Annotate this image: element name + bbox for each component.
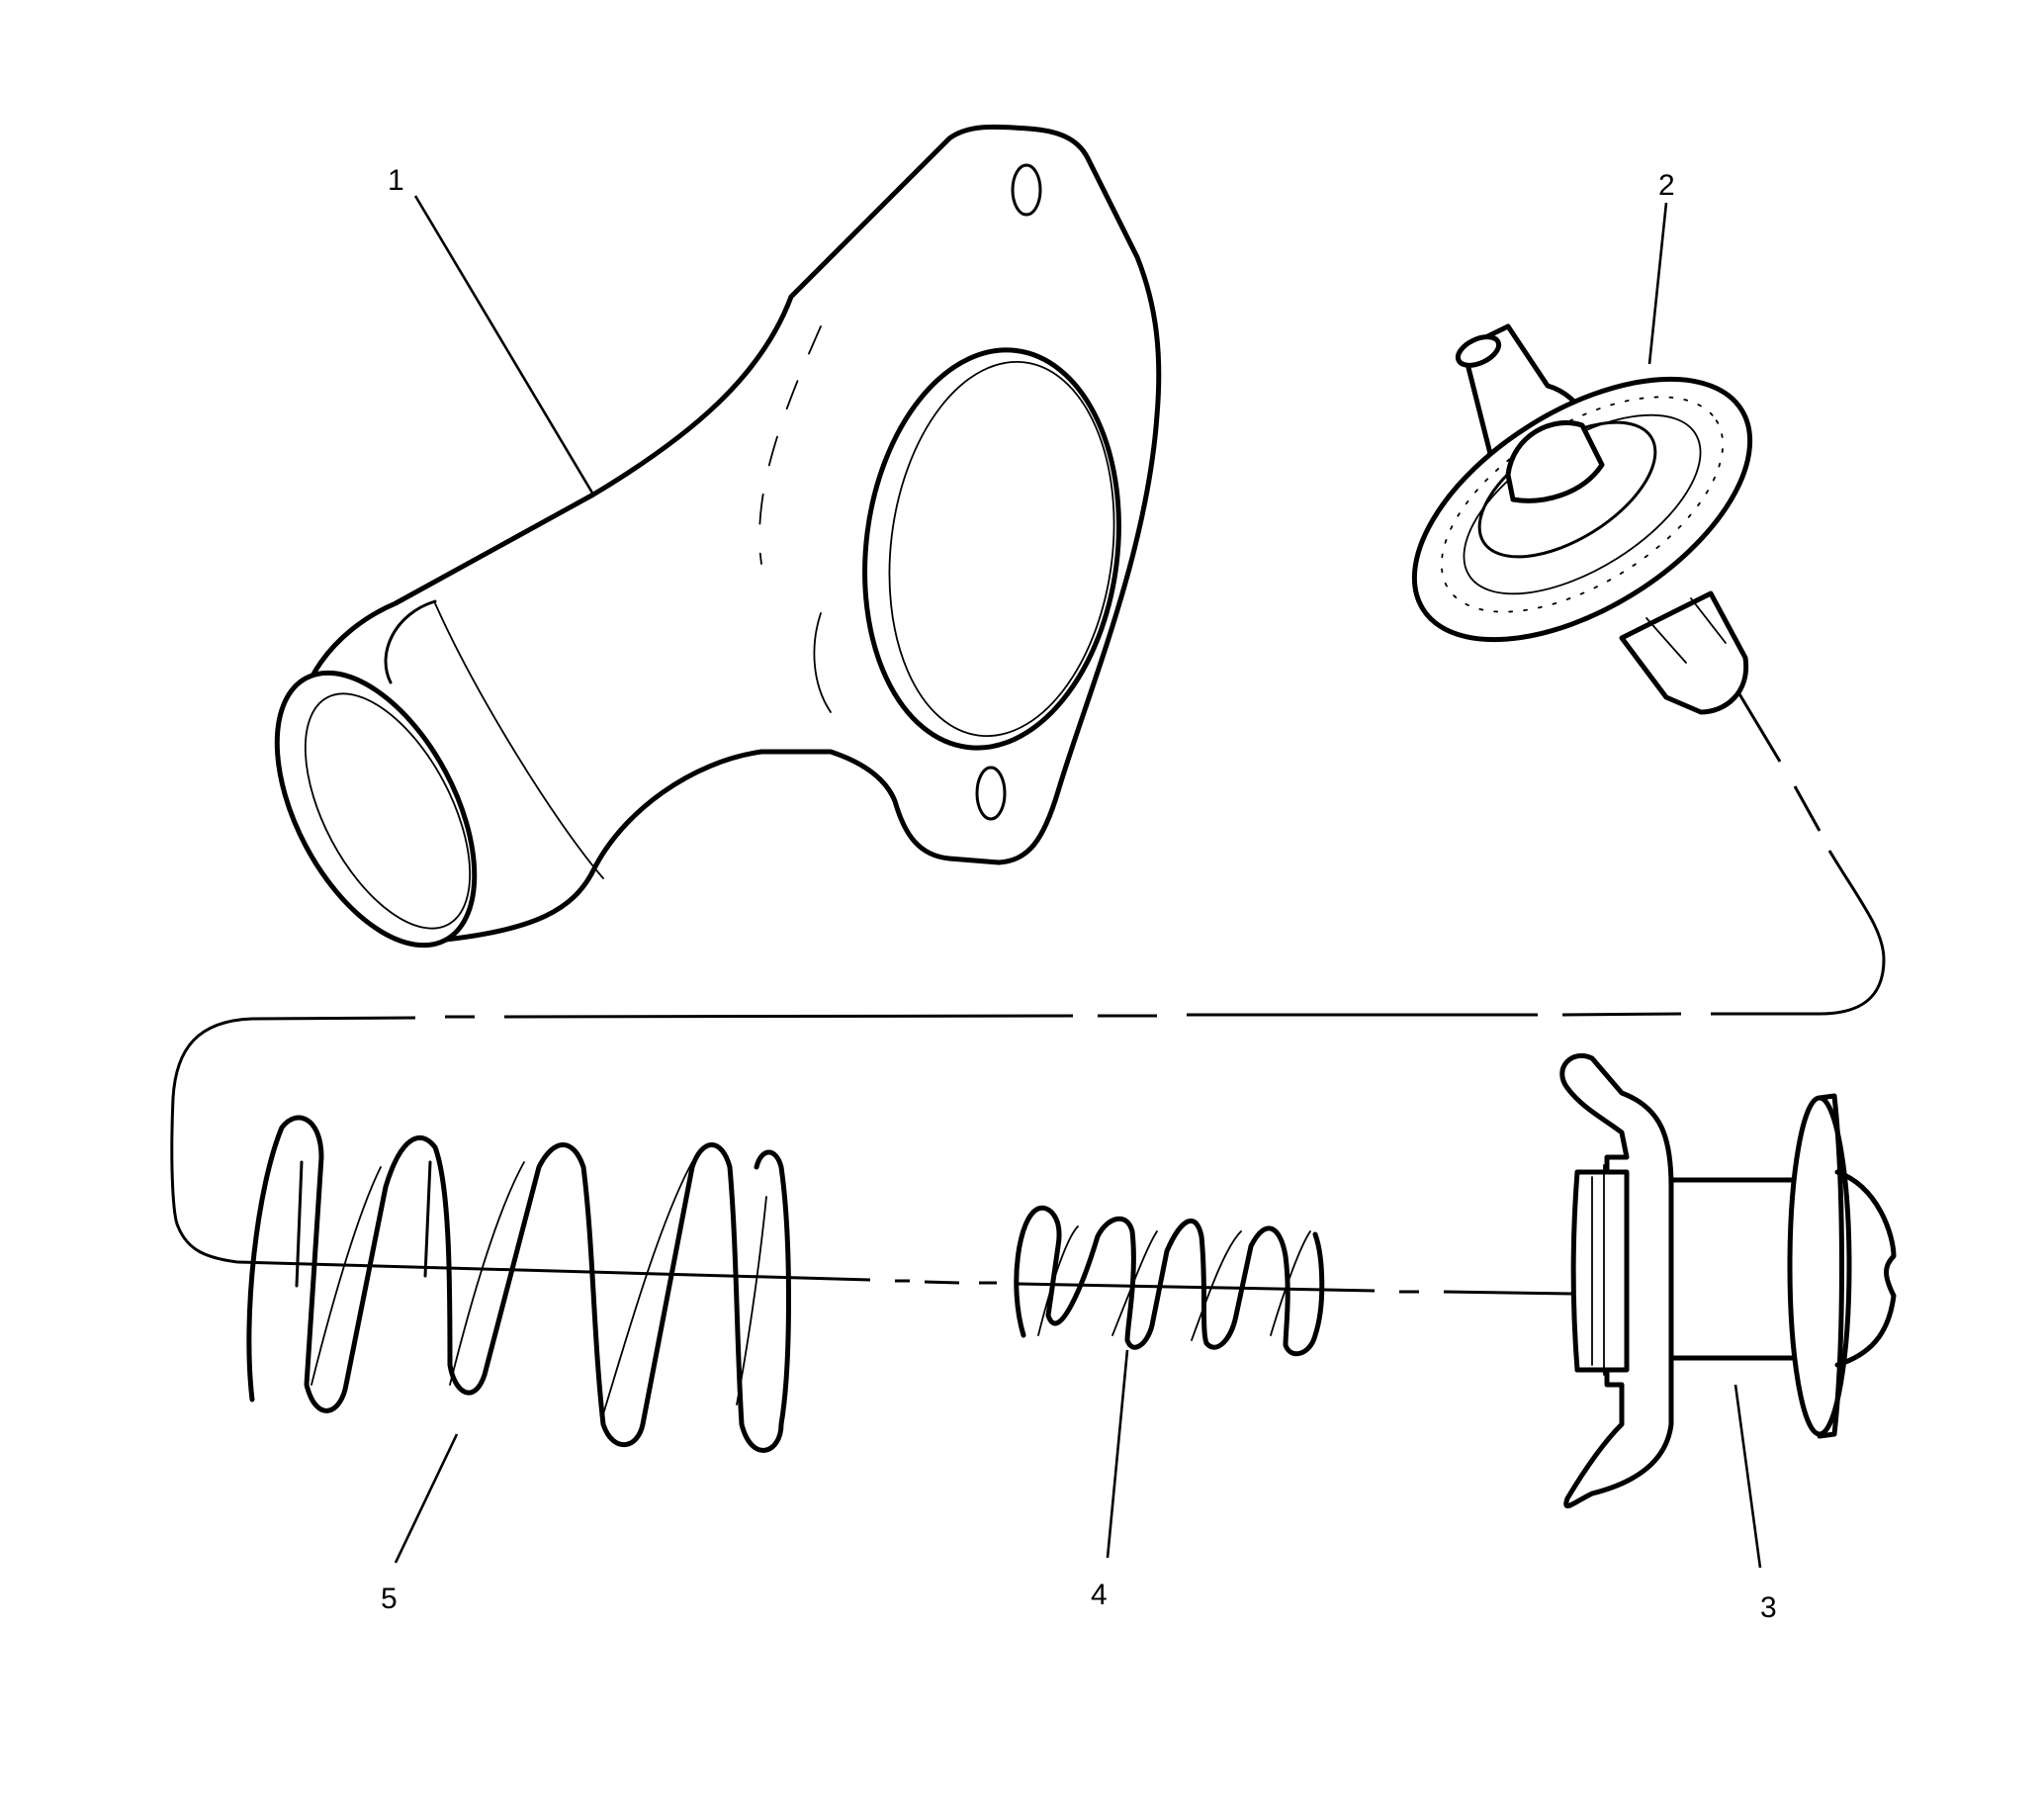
leader-2 [1647, 202, 1668, 365]
callout-label-4: 4 [1091, 1579, 1108, 1611]
callout-leaders [394, 195, 1762, 1569]
callout-label-1: 1 [388, 164, 404, 197]
callout-label-5: 5 [381, 1583, 398, 1615]
callout-label-2: 2 [1658, 169, 1675, 202]
callout-label-3: 3 [1760, 1591, 1777, 1624]
part-housing [274, 124, 1162, 949]
part-small-spring [1014, 1205, 1325, 1357]
part-thermostat [1411, 323, 1753, 715]
part-valve-assembly [1559, 1052, 1897, 1509]
part-large-spring [246, 1115, 791, 1453]
assembly-axis-line [170, 691, 1886, 1296]
leader-5 [394, 1433, 459, 1564]
leader-4 [1106, 1349, 1129, 1559]
leader-1 [413, 195, 595, 496]
leader-3 [1733, 1384, 1762, 1569]
